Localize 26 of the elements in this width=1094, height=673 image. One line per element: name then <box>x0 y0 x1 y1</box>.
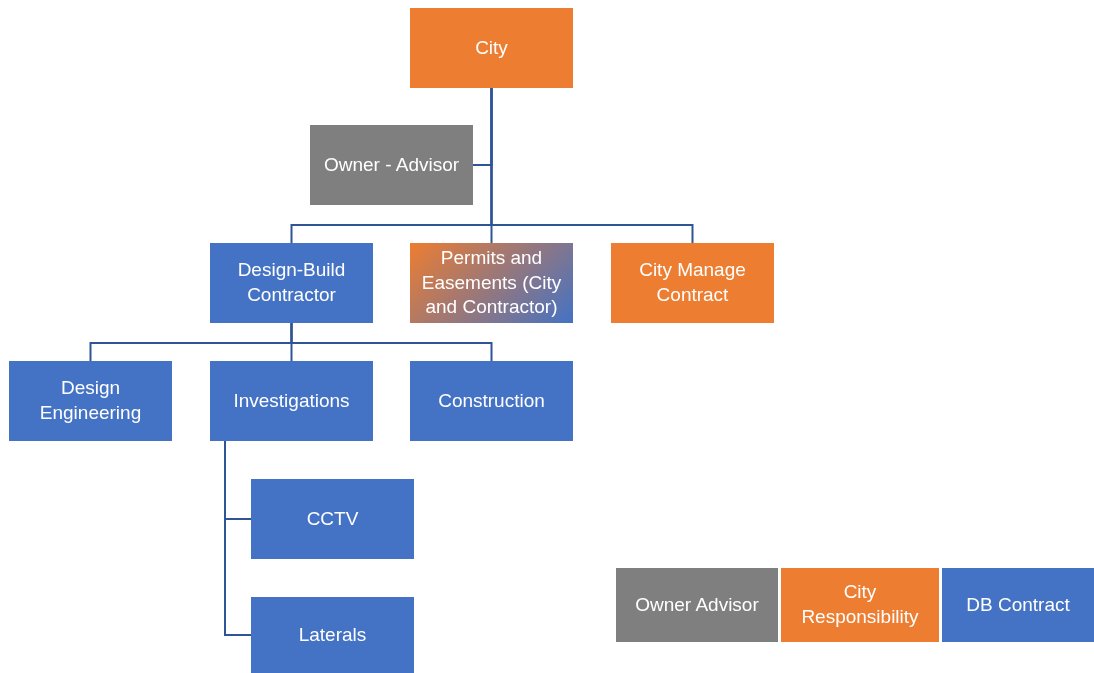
box-label: Investigations <box>233 388 350 413</box>
box-label: City <box>475 35 508 60</box>
box-label: CCTV <box>306 506 359 531</box>
connector-line <box>224 440 252 636</box>
org-box <box>611 243 774 323</box>
legend-text: DB Contract <box>966 592 1070 617</box>
org-box <box>410 8 573 88</box>
box-label: Design-Build Contractor <box>236 258 347 307</box>
connector-line <box>290 322 493 362</box>
org-box <box>9 361 172 441</box>
connector-line <box>490 87 694 244</box>
org-box <box>310 125 473 205</box>
org-box <box>210 361 373 441</box>
org-box <box>210 243 373 323</box>
box-label: Owner - Advisor <box>323 152 460 177</box>
box-label: Construction <box>438 388 545 413</box>
box-label: Permits and Easements (City and Contractor) <box>420 245 563 320</box>
org-box <box>410 243 573 323</box>
legend-text: Owner Advisor <box>635 592 759 617</box>
legend-text: City Responsibility <box>800 580 920 629</box>
box-label: City Manage Contract <box>638 258 747 307</box>
org-box <box>410 361 573 441</box>
box-label: Laterals <box>298 622 367 647</box>
org-box <box>251 597 414 673</box>
org-box <box>251 479 414 559</box>
box-label: Design Engineering <box>38 376 143 425</box>
